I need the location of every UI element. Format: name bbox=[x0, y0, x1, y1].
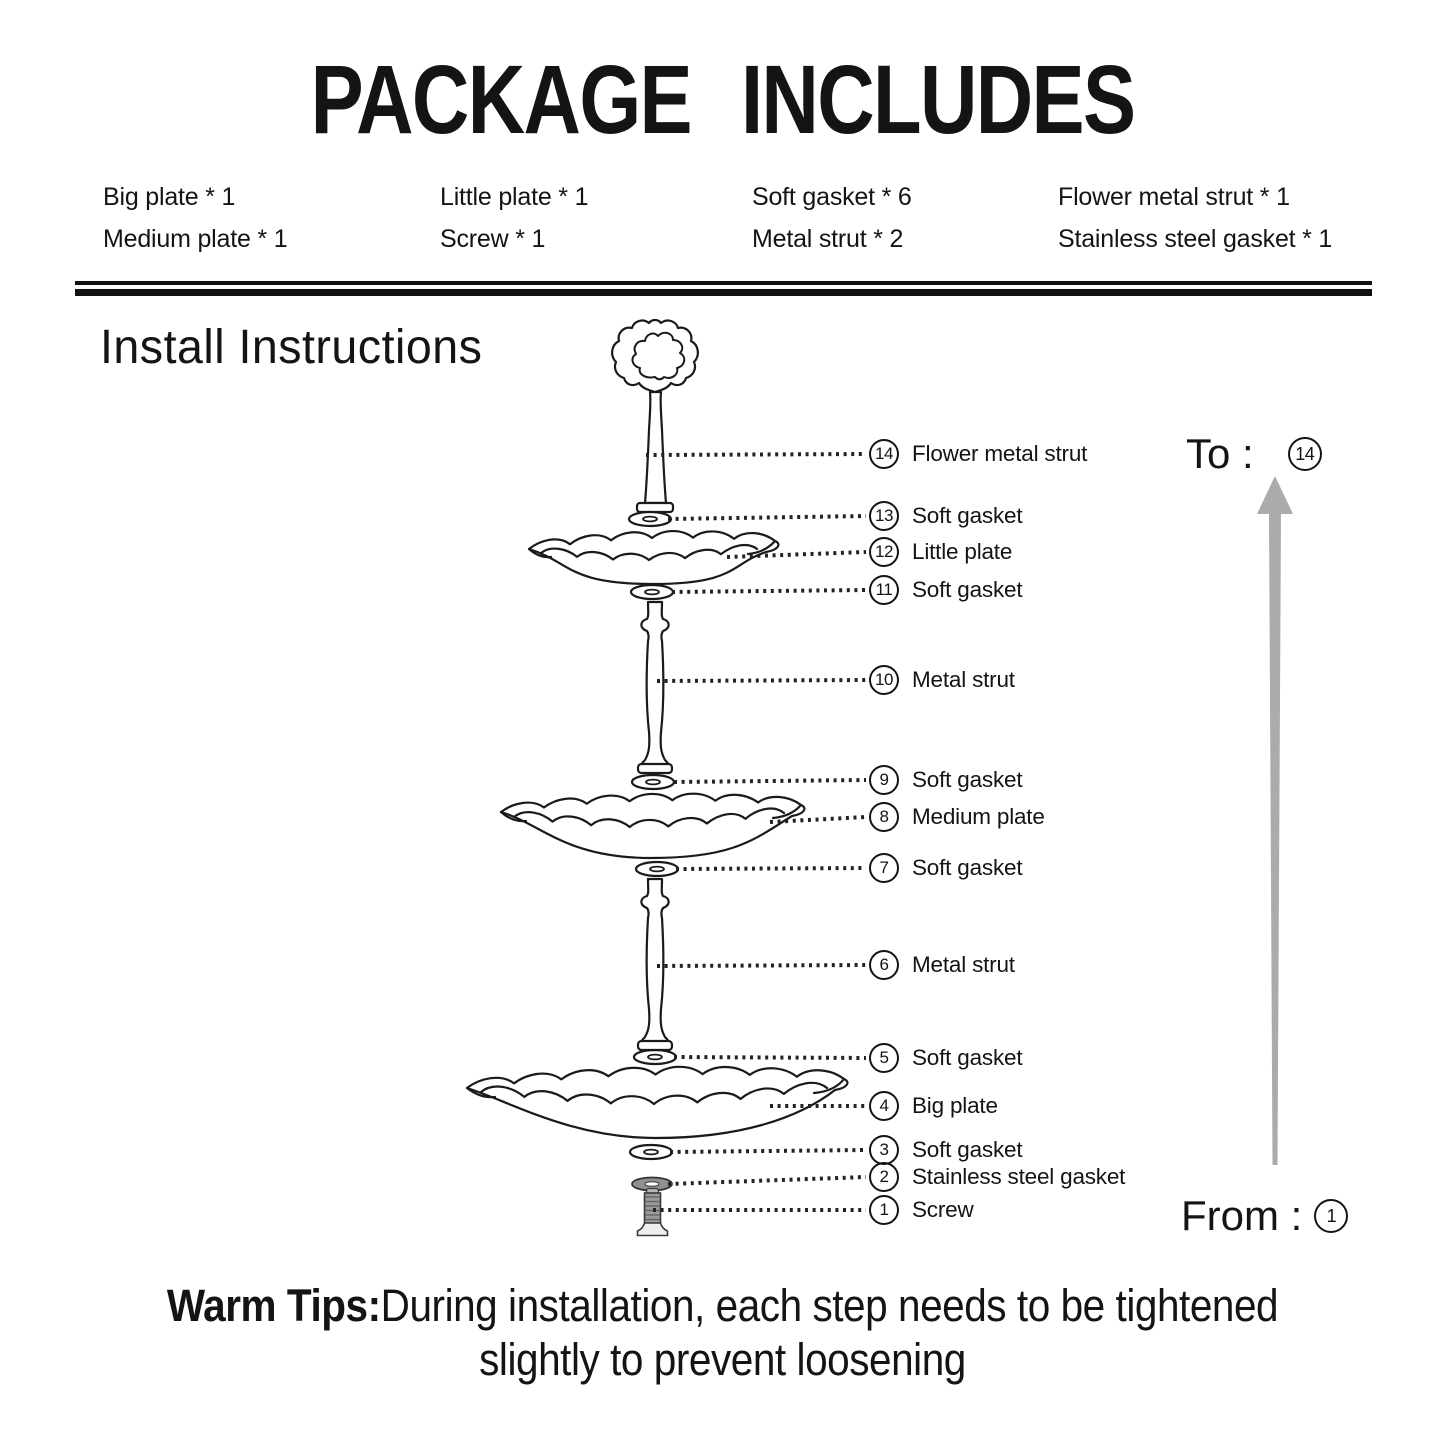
part-number-badge: 11 bbox=[869, 575, 899, 605]
part-label: Soft gasket bbox=[912, 577, 1023, 602]
divider-line-thick bbox=[75, 289, 1372, 296]
page-title: PACKAGE INCLUDES bbox=[310, 45, 1136, 154]
part-label-row: 14 Flower metal strut bbox=[869, 439, 1087, 469]
part-number-badge: 9 bbox=[869, 765, 899, 795]
part-label: Soft gasket bbox=[912, 855, 1023, 880]
part-number-badge: 3 bbox=[869, 1135, 899, 1165]
leader-lines bbox=[645, 452, 867, 1212]
little-plate-drawing bbox=[527, 529, 780, 586]
install-instructions-heading: Install Instructions bbox=[100, 321, 483, 374]
warm-tips: Warm Tips:During installation, each step… bbox=[72, 1279, 1373, 1387]
big-plate-drawing bbox=[465, 1065, 849, 1140]
direction-arrow bbox=[1257, 476, 1293, 1165]
part-label-row: 3 Soft gasket bbox=[869, 1135, 1023, 1165]
part-label-row: 5 Soft gasket bbox=[869, 1043, 1023, 1073]
part-label-row: 10 Metal strut bbox=[869, 665, 1015, 695]
part-label: Flower metal strut bbox=[912, 441, 1088, 466]
part-number-badge: 4 bbox=[869, 1091, 899, 1121]
part-number-badge: 1 bbox=[869, 1195, 899, 1225]
part-label: Soft gasket bbox=[912, 503, 1023, 528]
part-number-badge: 13 bbox=[869, 501, 899, 531]
screw-drawing bbox=[636, 1187, 669, 1237]
part-label-row: 2 Stainless steel gasket bbox=[869, 1162, 1125, 1192]
package-item: Little plate * 1 bbox=[440, 183, 589, 211]
part-label-row: 1 Screw bbox=[869, 1195, 974, 1225]
part-number-badge: 6 bbox=[869, 950, 899, 980]
part-label-row: 12 Little plate bbox=[869, 537, 1012, 567]
divider-line-thin bbox=[75, 281, 1372, 285]
part-label: Soft gasket bbox=[912, 1045, 1023, 1070]
to-number-badge: 14 bbox=[1287, 437, 1322, 471]
part-label-row: 9 Soft gasket bbox=[869, 765, 1023, 795]
package-item: Screw * 1 bbox=[440, 225, 546, 253]
part-label-row: 13 Soft gasket bbox=[869, 501, 1023, 531]
warm-tips-line1: Warm Tips:During installation, each step… bbox=[72, 1279, 1373, 1333]
part-label-row: 4 Big plate bbox=[869, 1091, 998, 1121]
package-item: Big plate * 1 bbox=[103, 183, 236, 211]
package-item: Medium plate * 1 bbox=[103, 225, 288, 253]
direction-from: From : 1 bbox=[1181, 1192, 1349, 1240]
package-item: Stainless steel gasket * 1 bbox=[1058, 225, 1333, 253]
from-label: From : bbox=[1181, 1192, 1303, 1239]
part-number-badge: 14 bbox=[869, 439, 899, 469]
package-item: Metal strut * 2 bbox=[752, 225, 904, 253]
part-label: Metal strut bbox=[912, 952, 1015, 977]
part-label: Medium plate bbox=[912, 804, 1045, 829]
warm-tips-text1: During installation, each step needs to … bbox=[380, 1280, 1279, 1331]
part-number-badge: 10 bbox=[869, 665, 899, 695]
part-number-badge: 8 bbox=[869, 802, 899, 832]
part-number-badge: 12 bbox=[869, 537, 899, 567]
package-item: Soft gasket * 6 bbox=[752, 183, 912, 211]
part-label-row: 8 Medium plate bbox=[869, 802, 1045, 832]
package-item: Flower metal strut * 1 bbox=[1058, 183, 1290, 211]
part-label: Screw bbox=[912, 1197, 974, 1222]
part-label: Big plate bbox=[912, 1093, 998, 1118]
part-label: Soft gasket bbox=[912, 1137, 1023, 1162]
part-label: Metal strut bbox=[912, 667, 1015, 692]
part-label-row: 11 Soft gasket bbox=[869, 575, 1023, 605]
direction-to: To : 14 bbox=[1186, 430, 1322, 478]
part-label: Soft gasket bbox=[912, 767, 1023, 792]
part-label: Stainless steel gasket bbox=[912, 1164, 1126, 1189]
part-number-badge: 2 bbox=[869, 1162, 899, 1192]
part-label: Little plate bbox=[912, 539, 1013, 564]
to-label: To : bbox=[1186, 430, 1254, 477]
part-label-row: 7 Soft gasket bbox=[869, 853, 1023, 883]
warm-tips-prefix: Warm Tips: bbox=[166, 1280, 381, 1331]
flower-metal-strut-drawing bbox=[611, 318, 699, 514]
part-number-badge: 7 bbox=[869, 853, 899, 883]
warm-tips-line2: slightly to prevent loosening bbox=[479, 1334, 966, 1385]
medium-plate-drawing bbox=[499, 792, 806, 860]
part-label-row: 6 Metal strut bbox=[869, 950, 1015, 980]
part-number-badge: 5 bbox=[869, 1043, 899, 1073]
from-number-badge: 1 bbox=[1314, 1199, 1349, 1233]
